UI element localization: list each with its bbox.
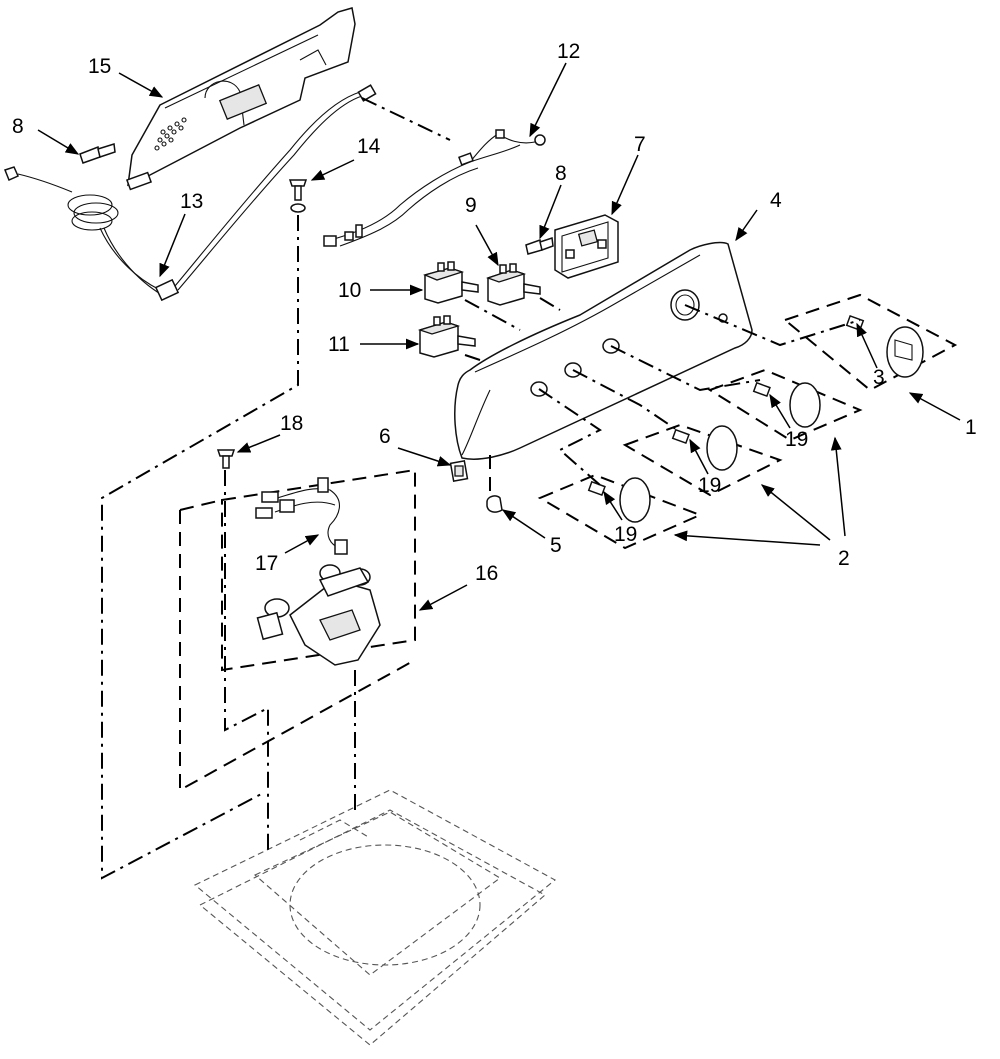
- label-2: 2: [838, 547, 850, 570]
- clip-5: [486, 495, 503, 513]
- rear-console-panel: [125, 7, 356, 191]
- label-10: 10: [338, 279, 361, 302]
- label-14: 14: [357, 135, 381, 158]
- leader-lines: [37, 62, 961, 611]
- label-19-middle: 19: [698, 474, 721, 497]
- part-labels: 1 2 3 4 5 6 7 8 8 9 10 11 12 13 14 15 16…: [12, 40, 977, 585]
- label-4: 4: [770, 189, 782, 212]
- switch-11: [417, 315, 476, 358]
- label-19-top: 19: [785, 428, 808, 451]
- label-8-left: 8: [12, 115, 24, 138]
- sensor-harness: [255, 477, 348, 555]
- label-8-right: 8: [555, 162, 567, 185]
- label-5: 5: [550, 534, 562, 557]
- label-9: 9: [465, 194, 477, 217]
- label-6: 6: [379, 425, 391, 448]
- label-17: 17: [255, 552, 278, 575]
- screw-18: [216, 449, 236, 469]
- switch-9: [486, 263, 541, 306]
- label-1: 1: [965, 416, 977, 439]
- label-18: 18: [280, 412, 303, 435]
- knob-group-2c: [537, 473, 703, 550]
- label-11: 11: [328, 333, 350, 356]
- knob-group-1: [782, 293, 958, 392]
- wire-harness: [323, 129, 546, 247]
- knob-group-2a: [707, 368, 863, 442]
- label-7: 7: [634, 133, 646, 156]
- screw-left: [79, 143, 116, 164]
- routing-lines: [101, 97, 861, 880]
- label-3: 3: [873, 366, 885, 389]
- label-19-bottom: 19: [614, 523, 637, 546]
- switch-10: [423, 261, 479, 304]
- label-12: 12: [557, 40, 580, 63]
- valve-assembly-frame: [179, 468, 416, 792]
- knob-group-2b: [622, 423, 783, 497]
- screw-right: [525, 236, 554, 255]
- power-cord: [4, 84, 377, 302]
- screw-14: [288, 179, 308, 213]
- cabinet-top: [193, 789, 556, 1046]
- console: [454, 241, 753, 460]
- label-15: 15: [88, 55, 111, 78]
- clip-6: [449, 460, 469, 482]
- control-board: [554, 214, 619, 279]
- label-13: 13: [180, 190, 203, 213]
- label-16: 16: [475, 562, 498, 585]
- valve-assembly: [256, 564, 381, 666]
